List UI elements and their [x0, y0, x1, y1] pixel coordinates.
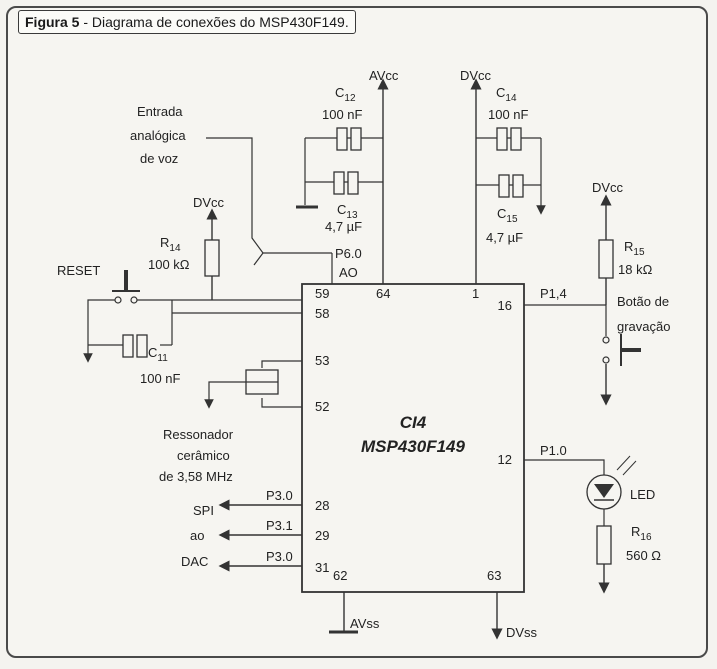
- c13-value: 4,7 µF: [325, 219, 362, 234]
- figure-caption: Figura 5 - Diagrama de conexões do MSP43…: [18, 10, 356, 34]
- spi-label-2: ao: [190, 528, 204, 543]
- pin-28: 28: [315, 498, 329, 513]
- pin-1: 1: [472, 286, 479, 301]
- c12-name: C12: [335, 85, 356, 104]
- figure-title: - Diagrama de conexões do MSP430F149.: [79, 14, 349, 30]
- c11-capacitor: [122, 334, 148, 358]
- spi-label-1: SPI: [193, 503, 214, 518]
- c12-capacitor: [336, 127, 362, 151]
- avcc-label: AVcc: [369, 68, 399, 83]
- signal-p31: P3.1: [266, 518, 293, 533]
- resonator-label-3: de 3,58 MHz: [159, 469, 233, 484]
- input-label-3: de voz: [140, 151, 178, 166]
- pin-64: 64: [376, 286, 390, 301]
- r15-name: R15: [624, 239, 645, 258]
- c12-value: 100 nF: [322, 107, 363, 122]
- pin-52: 52: [315, 399, 329, 414]
- led-label: LED: [630, 487, 655, 502]
- r14-resistor: [204, 239, 220, 277]
- c13-capacitor: [333, 171, 359, 195]
- chip-name: CI4: [400, 413, 427, 432]
- spi-label-3: DAC: [181, 554, 208, 569]
- signal-p10: P1.0: [540, 443, 567, 458]
- dvss-label: DVss: [506, 625, 538, 640]
- resonator-label-1: Ressonador: [163, 427, 234, 442]
- r15-resistor: [598, 239, 614, 279]
- pin-29: 29: [315, 528, 329, 543]
- r16-value: 560 Ω: [626, 548, 661, 563]
- button-label-1: Botão de: [617, 294, 669, 309]
- pin-53: 53: [315, 353, 329, 368]
- signal-p60: P6.0: [335, 246, 362, 261]
- dvcc-r15-label: DVcc: [592, 180, 624, 195]
- pin-31: 31: [315, 560, 329, 575]
- r16-name: R16: [631, 524, 652, 543]
- c14-value: 100 nF: [488, 107, 529, 122]
- pin-12: 12: [498, 452, 512, 467]
- chip-part: MSP430F149: [361, 437, 465, 456]
- r16-resistor: [596, 525, 612, 565]
- r14-name: R14: [160, 235, 181, 254]
- pin-63: 63: [487, 568, 501, 583]
- c13-name: C13: [337, 202, 358, 221]
- pin-58: 58: [315, 306, 329, 321]
- c11-name: C11: [148, 345, 168, 364]
- signal-p30-b: P3.0: [266, 549, 293, 564]
- c11-value: 100 nF: [140, 371, 181, 386]
- resonator-label-2: cerâmico: [177, 448, 230, 463]
- pin-59: 59: [315, 286, 329, 301]
- record-button: [602, 334, 641, 366]
- figure-label: Figura 5: [25, 14, 80, 30]
- r15-value: 18 kΩ: [618, 262, 653, 277]
- signal-ao: AO: [339, 265, 358, 280]
- pin-16: 16: [498, 298, 512, 313]
- input-label-2: analógica: [130, 128, 186, 143]
- pin-62: 62: [333, 568, 347, 583]
- r14-value: 100 kΩ: [148, 257, 190, 272]
- button-label-2: gravação: [617, 319, 670, 334]
- avss-label: AVss: [350, 616, 380, 631]
- reset-label: RESET: [57, 263, 100, 278]
- c15-capacitor: [498, 174, 524, 198]
- dvcc-top-label: DVcc: [460, 68, 492, 83]
- signal-p30-a: P3.0: [266, 488, 293, 503]
- c15-value: 4,7 µF: [486, 230, 523, 245]
- signal-p14: P1,4: [540, 286, 567, 301]
- input-wire: [206, 137, 264, 266]
- input-label-1: Entrada: [137, 104, 183, 119]
- dvcc-r14-label: DVcc: [193, 195, 225, 210]
- c14-name: C14: [496, 85, 517, 104]
- reset-button: [112, 270, 140, 304]
- c15-name: C15: [497, 206, 518, 225]
- led-diode: [586, 455, 637, 510]
- chip-body: [301, 283, 525, 593]
- c14-capacitor: [496, 127, 522, 151]
